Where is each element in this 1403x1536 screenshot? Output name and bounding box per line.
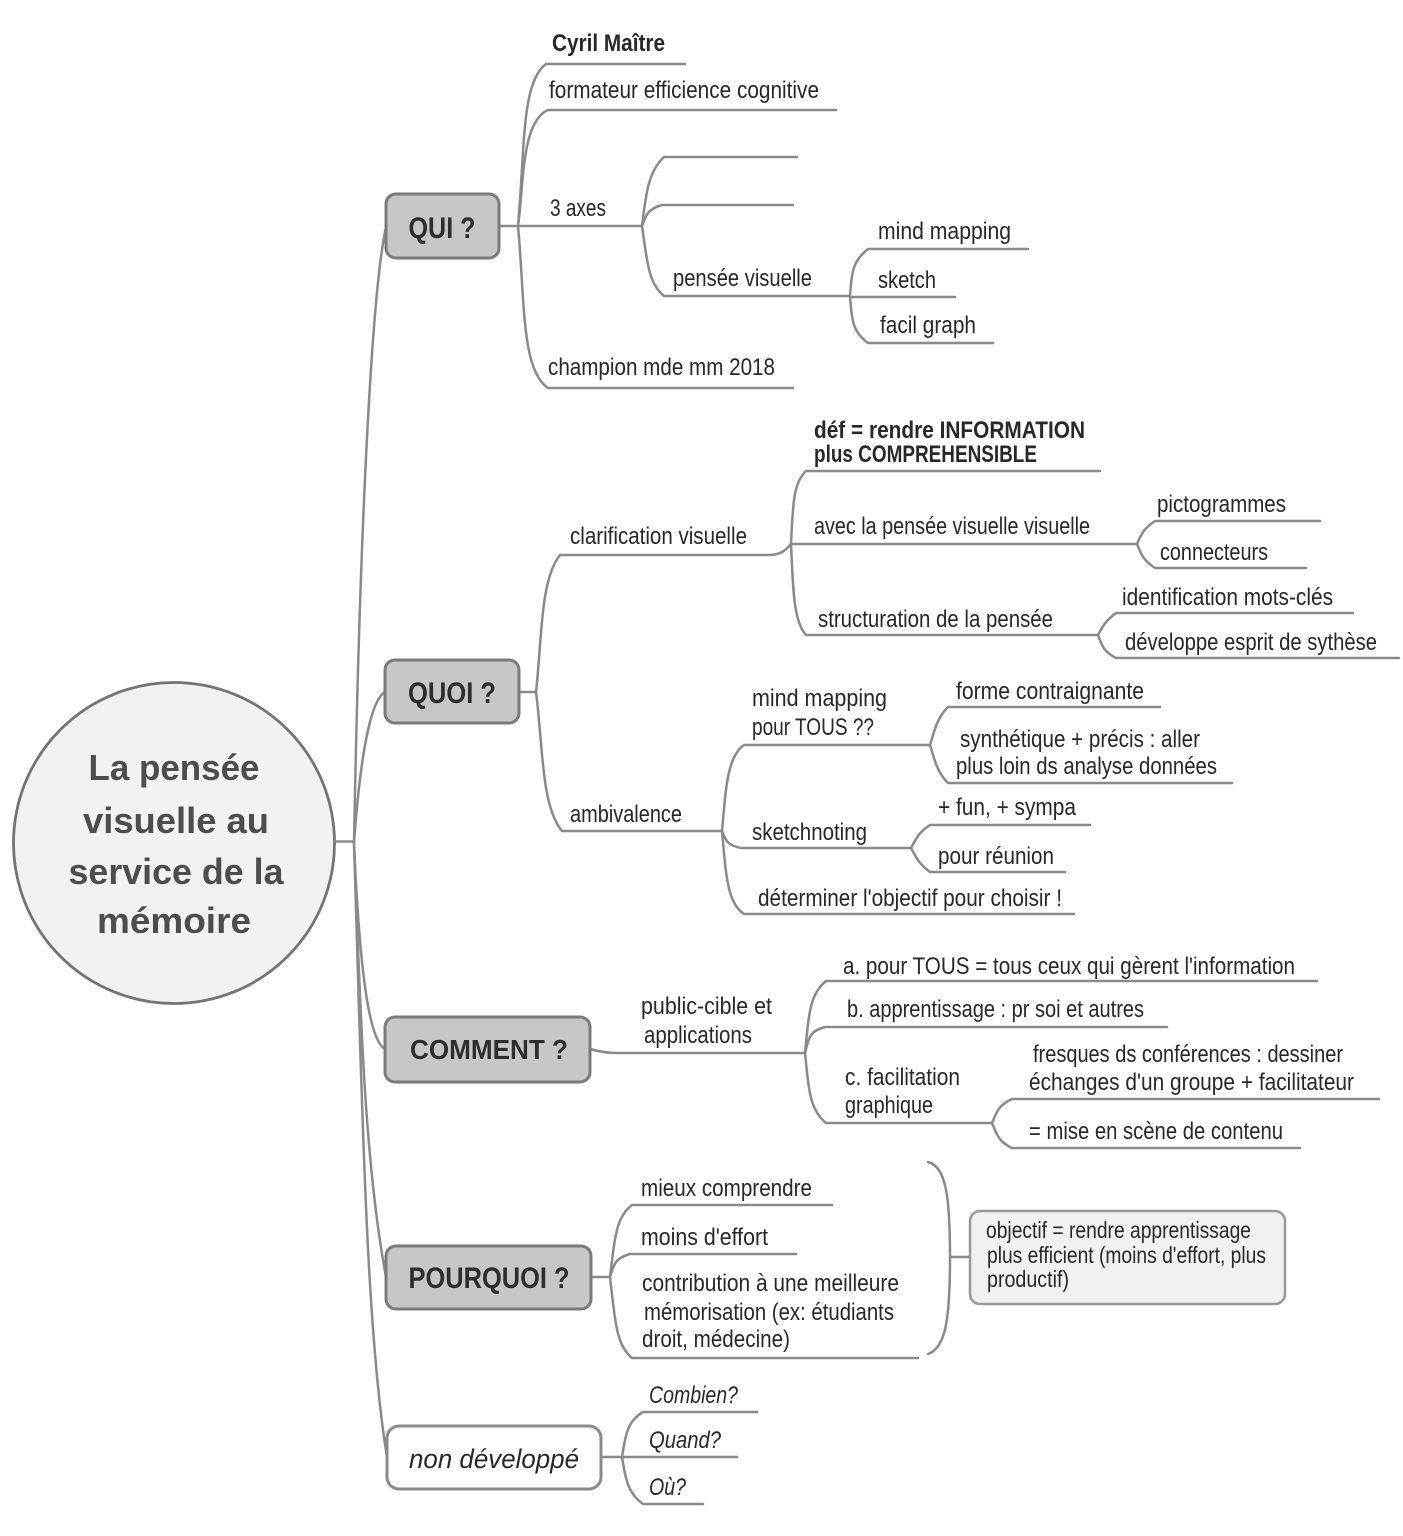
svg-text:pictogrammes: pictogrammes: [1157, 491, 1286, 518]
svg-text:connecteurs: connecteurs: [1160, 539, 1268, 566]
svg-text:graphique: graphique: [845, 1092, 933, 1119]
svg-text:Cyril Maître: Cyril Maître: [552, 30, 665, 57]
svg-text:droit, médecine): droit, médecine): [642, 1326, 790, 1353]
svg-text:ambivalence: ambivalence: [570, 801, 682, 828]
svg-text:c. facilitation: c. facilitation: [845, 1064, 960, 1091]
svg-text:public-cible et: public-cible et: [641, 993, 772, 1020]
svg-text:avec la pensée visuelle visuel: avec la pensée visuelle visuelle: [814, 513, 1090, 540]
svg-text:service de la: service de la: [69, 851, 285, 892]
svg-text:plus loin ds analyse données: plus loin ds analyse données: [956, 753, 1217, 780]
svg-text:applications: applications: [644, 1022, 752, 1049]
svg-text:mémoire: mémoire: [97, 900, 251, 941]
svg-text:productif): productif): [987, 1266, 1069, 1292]
svg-text:structuration de la pensée: structuration de la pensée: [818, 606, 1053, 633]
svg-text:pour réunion: pour réunion: [938, 843, 1054, 870]
svg-text:plus COMPREHENSIBLE: plus COMPREHENSIBLE: [814, 441, 1037, 468]
svg-text:plus efficient (moins d'effort: plus efficient (moins d'effort, plus: [987, 1242, 1266, 1268]
svg-text:déterminer l'objectif pour cho: déterminer l'objectif pour choisir !: [758, 885, 1062, 912]
svg-text:mieux comprendre: mieux comprendre: [641, 1175, 812, 1202]
svg-text:développe esprit de sythèse: développe esprit de sythèse: [1125, 629, 1377, 656]
svg-text:pensée visuelle: pensée visuelle: [673, 265, 812, 292]
svg-text:formateur efficience cognitive: formateur efficience cognitive: [549, 77, 819, 104]
svg-text:mémorisation (ex: étudiants: mémorisation (ex: étudiants: [644, 1299, 894, 1326]
svg-text:a. pour TOUS = tous ceux qui g: a. pour TOUS = tous ceux qui gèrent l'in…: [843, 953, 1295, 980]
svg-text:mind mapping: mind mapping: [878, 218, 1011, 245]
svg-text:Combien?: Combien?: [649, 1382, 739, 1409]
svg-text:QUOI ?: QUOI ?: [408, 677, 496, 710]
svg-text:moins d'effort: moins d'effort: [641, 1224, 768, 1251]
svg-text:Où?: Où?: [649, 1474, 687, 1501]
svg-text:fresques ds conférences : dess: fresques ds conférences : dessiner: [1033, 1041, 1343, 1068]
svg-text:Quand?: Quand?: [649, 1427, 722, 1454]
svg-text:b. apprentissage : pr soi et a: b. apprentissage : pr soi et autres: [847, 996, 1144, 1023]
svg-text:sketchnoting: sketchnoting: [752, 819, 867, 846]
svg-text:déf = rendre INFORMATION: déf = rendre INFORMATION: [814, 417, 1085, 444]
svg-text:synthétique + précis : aller: synthétique + précis : aller: [960, 726, 1200, 753]
svg-text:La pensée: La pensée: [89, 747, 260, 788]
svg-text:forme contraignante: forme contraignante: [956, 678, 1144, 705]
svg-text:visuelle au: visuelle au: [83, 800, 269, 841]
svg-text:champion mde mm 2018: champion mde mm 2018: [548, 354, 775, 381]
svg-text:identification mots-clés: identification mots-clés: [1122, 584, 1333, 611]
svg-text:COMMENT ?: COMMENT ?: [410, 1034, 568, 1065]
svg-text:clarification visuelle: clarification visuelle: [570, 523, 747, 550]
svg-text:facil graph: facil graph: [880, 312, 976, 339]
svg-text:pour TOUS ??: pour TOUS ??: [752, 714, 874, 741]
svg-text:= mise en scène de contenu: = mise en scène de contenu: [1029, 1118, 1283, 1145]
svg-text:mind mapping: mind mapping: [752, 685, 887, 712]
svg-text:QUI ?: QUI ?: [409, 212, 476, 245]
svg-text:objectif = rendre apprentissag: objectif = rendre apprentissage: [986, 1217, 1251, 1243]
svg-text:échanges d'un groupe + facilit: échanges d'un groupe + facilitateur: [1029, 1069, 1354, 1096]
svg-text:3 axes: 3 axes: [550, 195, 606, 222]
svg-text:POURQUOI ?: POURQUOI ?: [409, 1262, 570, 1295]
svg-text:contribution à une meilleure: contribution à une meilleure: [642, 1270, 899, 1297]
svg-text:sketch: sketch: [878, 267, 936, 294]
svg-text:+ fun, + sympa: + fun, + sympa: [938, 794, 1077, 821]
svg-text:non développé: non développé: [409, 1444, 579, 1474]
